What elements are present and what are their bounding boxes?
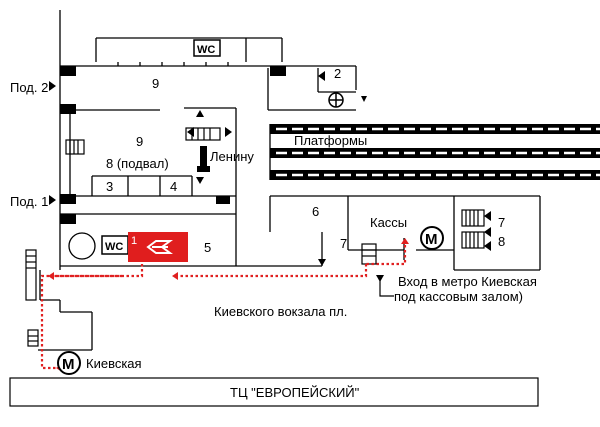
label-room7-left: 7 [340,236,347,251]
mall-box [9,377,539,407]
label-exit-pod1: Под. 1 [10,194,48,209]
label-room5: 5 [204,240,211,255]
label-room8-right: 8 [498,234,505,249]
metro-logo-icon [57,351,81,375]
lift-icon [328,92,344,108]
label-room9-top: 9 [152,76,159,91]
label-room2: 2 [334,66,341,81]
label-metro-entrance-line1: Вход в метро Киевская [398,274,537,289]
platforms [269,124,600,180]
label-room4: 4 [170,179,177,194]
label-metro-entrance-line2: под кассовым залом) [394,289,523,304]
label-wc-top: WC [197,44,215,56]
railway-logo-icon [146,240,173,254]
label-wc-bottom: WC [105,241,123,253]
label-platforms: Платформы [294,133,367,148]
column-icon [68,232,96,260]
exit-arrows [49,71,491,282]
label-room9-mid: 9 [136,134,143,149]
entrance-callout-line [379,278,394,297]
exit-arrow-pod1 [49,195,56,205]
label-mall: ТЦ "ЕВРОПЕЙСКИЙ" [230,385,360,400]
lenin-statue-icon [197,146,210,172]
label-red-box-num: 1 [131,235,137,247]
wall-ticks [117,62,229,66]
metro-logo-icon [420,226,444,250]
label-kassy: Кассы [370,215,407,230]
left-building [38,270,93,351]
label-room6: 6 [312,204,319,219]
label-room3: 3 [106,179,113,194]
walking-route [40,240,407,370]
wc-top-icon [193,39,221,57]
label-exit-pod2: Под. 2 [10,80,48,95]
label-room7-right: 7 [498,215,505,230]
exit-arrow-pod2 [49,81,56,91]
building-walls [59,10,541,271]
label-room8: 8 (подвал) [106,156,169,171]
wall-blocks [60,66,286,224]
metro-logo-letter: M [62,356,75,373]
label-lenin: Ленину [210,149,254,164]
metro-logo-letter: M [425,231,438,248]
railway-ticket-office [128,232,188,262]
stairs-icons [25,127,485,347]
label-square: Киевского вокзала пл. [214,304,347,319]
label-metro-station: Киевская [86,356,142,371]
